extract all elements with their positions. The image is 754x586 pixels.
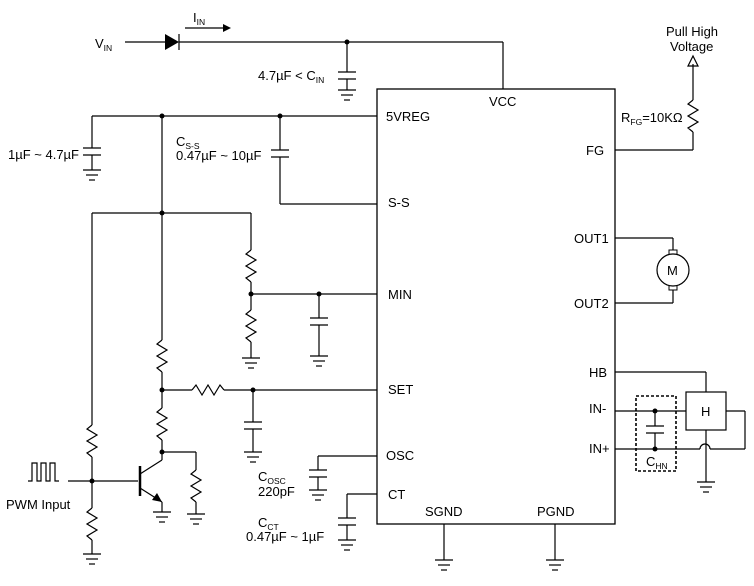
motor (615, 237, 690, 304)
osc-capacitor (309, 455, 377, 501)
pin-osc-label: OSC (386, 448, 414, 463)
pgnd-ground (546, 524, 564, 571)
vin-rail (125, 34, 504, 89)
pin-in-plus-label: IN+ (589, 441, 610, 456)
pull-high-label-line1: Pull High (666, 24, 718, 39)
bias-network (92, 210, 377, 525)
css-range-label: 0.47µF ~ 10µF (176, 148, 261, 163)
pwm-input-label: PWM Input (6, 497, 71, 512)
cosc-label: COSC (258, 469, 286, 486)
cin-label: 4.7µF < CIN (258, 68, 324, 85)
vin-label: VIN (95, 36, 112, 53)
motor-label: M (667, 263, 678, 278)
cosc-value-label: 220pF (258, 484, 295, 499)
pin-out2-label: OUT2 (574, 296, 609, 311)
chn-capacitor (635, 395, 677, 472)
hall-sensor (615, 371, 746, 493)
pin-out1-label: OUT1 (574, 231, 609, 246)
pin-pgnd-label: PGND (537, 504, 575, 519)
hall-label: H (701, 404, 710, 419)
c5v-label: 1µF ~ 4.7µF (8, 147, 79, 162)
pin-min-label: MIN (388, 287, 412, 302)
cin-capacitor (338, 39, 356, 101)
pin-ct-label: CT (388, 487, 405, 502)
iin-arrow (185, 24, 231, 32)
chn-label: CHN (646, 454, 668, 471)
pin-ss-label: S-S (388, 195, 410, 210)
pin-in-minus-label: IN- (589, 401, 606, 416)
ic-body (376, 88, 616, 525)
vreg5-rail (83, 113, 377, 213)
rfg-label: RFG=10KΩ (621, 110, 683, 127)
pull-high-label-line2: Voltage (670, 39, 713, 54)
iin-label: IIN (193, 10, 205, 27)
pin-set-label: SET (388, 382, 413, 397)
sgnd-ground (435, 524, 453, 571)
ct-capacitor (338, 493, 377, 551)
pin-vcc-label: VCC (489, 94, 516, 109)
npn-transistor (138, 459, 171, 523)
pin-5vreg-label: 5VREG (386, 109, 430, 124)
pin-sgnd-label: SGND (425, 504, 463, 519)
cct-label: CCT (258, 515, 279, 532)
pwm-input-stage (28, 213, 138, 565)
pin-hb-label: HB (589, 365, 607, 380)
cct-range-label: 0.47µF ~ 1µF (246, 529, 324, 544)
fg-pullup (615, 54, 700, 151)
css-label: CS-S (176, 134, 200, 151)
pin-fg-label: FG (586, 143, 604, 158)
